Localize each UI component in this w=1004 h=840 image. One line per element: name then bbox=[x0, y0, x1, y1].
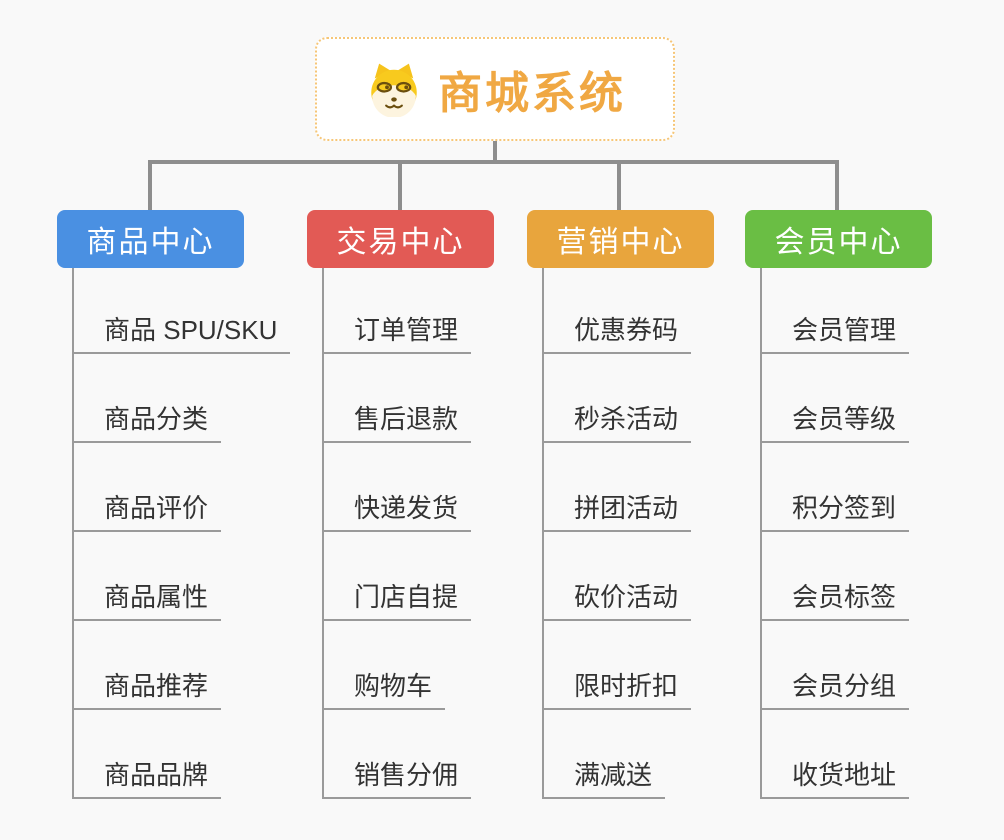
leaf-node[interactable]: 商品 SPU/SKU bbox=[72, 314, 291, 354]
branch-member-center: 会员中心 会员管理会员等级积分签到会员标签会员分组收货地址 bbox=[745, 210, 932, 799]
connector-drop-product bbox=[148, 163, 152, 210]
branch-header-product[interactable]: 商品中心 bbox=[57, 210, 244, 268]
leaf-node[interactable]: 购物车 bbox=[322, 670, 446, 710]
leaf-node[interactable]: 优惠券码 bbox=[542, 314, 692, 354]
branch-trade-center: 交易中心 订单管理售后退款快递发货门店自提购物车销售分佣 bbox=[307, 210, 494, 799]
leaf-node[interactable]: 会员分组 bbox=[760, 670, 910, 710]
leaf-node[interactable]: 订单管理 bbox=[322, 314, 472, 354]
connector-drop-marketing bbox=[617, 163, 621, 210]
leaf-node[interactable]: 收货地址 bbox=[760, 759, 910, 799]
branch-product-center: 商品中心 商品 SPU/SKU 商品分类商品评价商品属性商品推荐商品品牌 bbox=[57, 210, 291, 799]
leaf-node[interactable]: 销售分佣 bbox=[322, 759, 472, 799]
leaf-node[interactable]: 会员等级 bbox=[760, 403, 910, 443]
leaf-node[interactable]: 商品属性 bbox=[72, 581, 222, 621]
leaf-node[interactable]: 秒杀活动 bbox=[542, 403, 692, 443]
connector-root-trunk bbox=[493, 141, 497, 163]
leaf-node[interactable]: 售后退款 bbox=[322, 403, 472, 443]
branch-trunk-line bbox=[322, 268, 324, 799]
leaf-node[interactable]: 商品分类 bbox=[72, 403, 222, 443]
leaf-node[interactable]: 快递发货 bbox=[322, 492, 472, 532]
leaf-node[interactable]: 会员管理 bbox=[760, 314, 910, 354]
root-title: 商城系统 bbox=[438, 69, 626, 118]
leaf-node[interactable]: 会员标签 bbox=[760, 581, 910, 621]
leaf-node[interactable]: 限时折扣 bbox=[542, 670, 692, 710]
connector-drop-member bbox=[835, 163, 839, 210]
doge-dog-face-icon bbox=[371, 63, 417, 117]
leaf-node[interactable]: 满减送 bbox=[542, 759, 666, 799]
root-node[interactable]: 商城系统 bbox=[315, 37, 675, 141]
branch-trunk-line bbox=[542, 268, 544, 799]
leaf-node[interactable]: 商品品牌 bbox=[72, 759, 222, 799]
connector-horizontal-bus bbox=[148, 160, 839, 164]
branch-marketing-center: 营销中心 优惠券码秒杀活动拼团活动砍价活动限时折扣满减送 bbox=[527, 210, 714, 799]
leaf-node[interactable]: 砍价活动 bbox=[542, 581, 692, 621]
leaf-node[interactable]: 商品评价 bbox=[72, 492, 222, 532]
branch-trunk-line bbox=[72, 268, 74, 799]
leaf-node[interactable]: 积分签到 bbox=[760, 492, 910, 532]
leaf-node[interactable]: 门店自提 bbox=[322, 581, 472, 621]
leaf-node[interactable]: 商品推荐 bbox=[72, 670, 222, 710]
connector-drop-trade bbox=[398, 163, 402, 210]
branch-trunk-line bbox=[760, 268, 762, 799]
branch-header-trade[interactable]: 交易中心 bbox=[307, 210, 494, 268]
leaf-node[interactable]: 拼团活动 bbox=[542, 492, 692, 532]
branch-header-member[interactable]: 会员中心 bbox=[745, 210, 932, 268]
branch-header-marketing[interactable]: 营销中心 bbox=[527, 210, 714, 268]
